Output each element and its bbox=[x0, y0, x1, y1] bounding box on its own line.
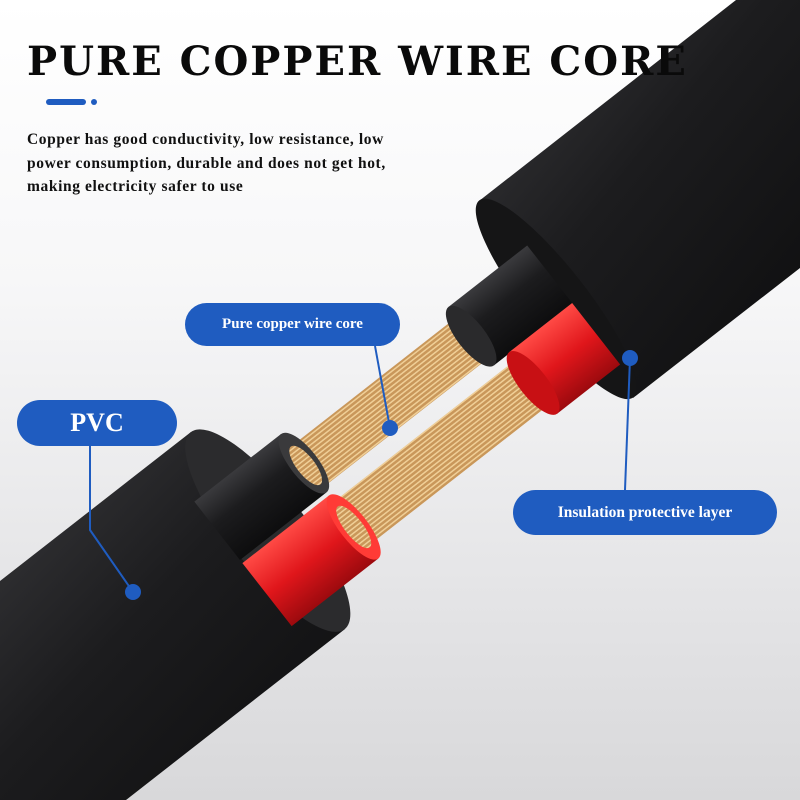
description-line: making electricity safer to use bbox=[27, 178, 244, 195]
copper-core-label: Pure copper wire core bbox=[185, 303, 400, 346]
description: Copper has good conductivity, low resist… bbox=[27, 128, 457, 199]
pvc-leader-line bbox=[89, 446, 134, 593]
copper-marker-dot bbox=[382, 420, 398, 436]
description-line: Copper has good conductivity, low resist… bbox=[27, 131, 384, 148]
title-underline-dot bbox=[91, 99, 97, 105]
copper-leader-line bbox=[374, 345, 391, 429]
copper-strands-lower bbox=[326, 347, 566, 552]
title-underline-bar bbox=[46, 99, 86, 105]
insulation-marker-dot bbox=[622, 350, 638, 366]
description-line: power consumption, durable and does not … bbox=[27, 154, 386, 172]
insulation-leader-line bbox=[624, 357, 631, 491]
page-title: PURE COPPER WIRE CORE bbox=[27, 38, 688, 85]
pvc-marker-dot bbox=[125, 584, 141, 600]
insulation-label: Insulation protective layer bbox=[513, 490, 777, 535]
pvc-label: PVC bbox=[17, 400, 177, 446]
